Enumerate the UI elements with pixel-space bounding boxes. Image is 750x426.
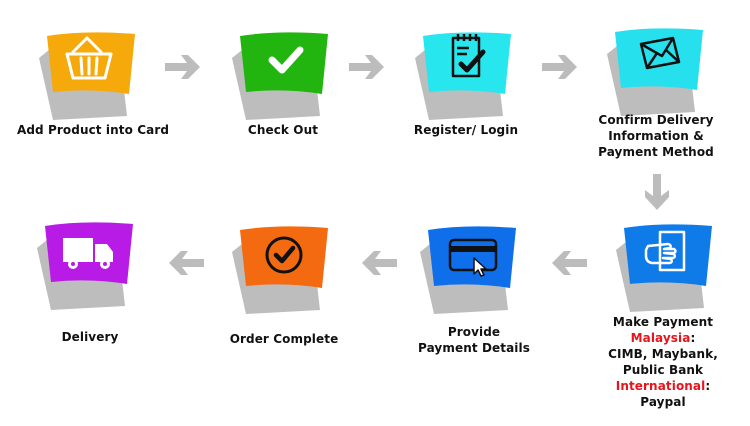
step-4-label-line-3: Payment Method xyxy=(598,145,714,159)
step-7-tile xyxy=(228,222,328,314)
step-6-label: Provide Payment Details xyxy=(409,324,539,356)
arrow-right-icon xyxy=(349,55,384,79)
step-8-label: Delivery xyxy=(61,330,119,344)
card-cursor-icon xyxy=(448,238,498,277)
step-6-label-line-1: Provide xyxy=(447,325,501,339)
international-label: International xyxy=(615,379,706,393)
checklist-clipboard-icon xyxy=(451,34,486,78)
step-8-tile xyxy=(33,218,133,310)
step-1-label: Add Product into Card xyxy=(16,123,170,137)
arrow-left-icon xyxy=(362,251,397,275)
step-7-label: Order Complete xyxy=(229,332,339,346)
envelope-icon xyxy=(639,36,681,70)
step-6-label-line-2: Payment Details xyxy=(418,341,530,355)
step-5-label-title: Make Payment xyxy=(612,315,714,329)
step-5-label: Make Payment Malaysia: CIMB, Maybank, Pu… xyxy=(598,314,728,410)
delivery-truck-icon xyxy=(63,238,113,269)
international-colon: : xyxy=(705,379,711,393)
arrow-left-icon xyxy=(169,251,204,275)
step-1-tile xyxy=(35,28,135,120)
step-2-label: Check Out xyxy=(247,123,319,137)
malaysia-banks: CIMB, Maybank, xyxy=(608,347,718,361)
checkmark-icon xyxy=(268,46,304,74)
arrow-left-icon xyxy=(552,251,587,275)
arrow-right-icon xyxy=(165,55,200,79)
international-option: Paypal xyxy=(640,395,686,409)
step-4-label-line-2: Information & xyxy=(608,129,704,143)
step-2-tile xyxy=(228,28,328,120)
shopping-basket-icon xyxy=(65,36,113,80)
malaysia-label: Malaysia xyxy=(630,331,691,345)
step-3-tile xyxy=(411,28,511,120)
step-4-tile xyxy=(603,24,703,116)
step-4-label-line-1: Confirm Delivery xyxy=(598,113,714,127)
circle-check-icon xyxy=(265,236,303,274)
arrow-right-icon xyxy=(542,55,577,79)
step-3-label: Register/ Login xyxy=(413,123,519,137)
malaysia-banks-2: Public Bank xyxy=(622,363,704,377)
step-6-tile xyxy=(416,222,516,314)
step-5-tile xyxy=(612,220,712,312)
malaysia-colon: : xyxy=(690,331,696,345)
step-4-label: Confirm Delivery Information & Payment M… xyxy=(591,112,721,160)
arrow-down-icon xyxy=(645,174,669,210)
hand-document-icon xyxy=(644,230,686,272)
